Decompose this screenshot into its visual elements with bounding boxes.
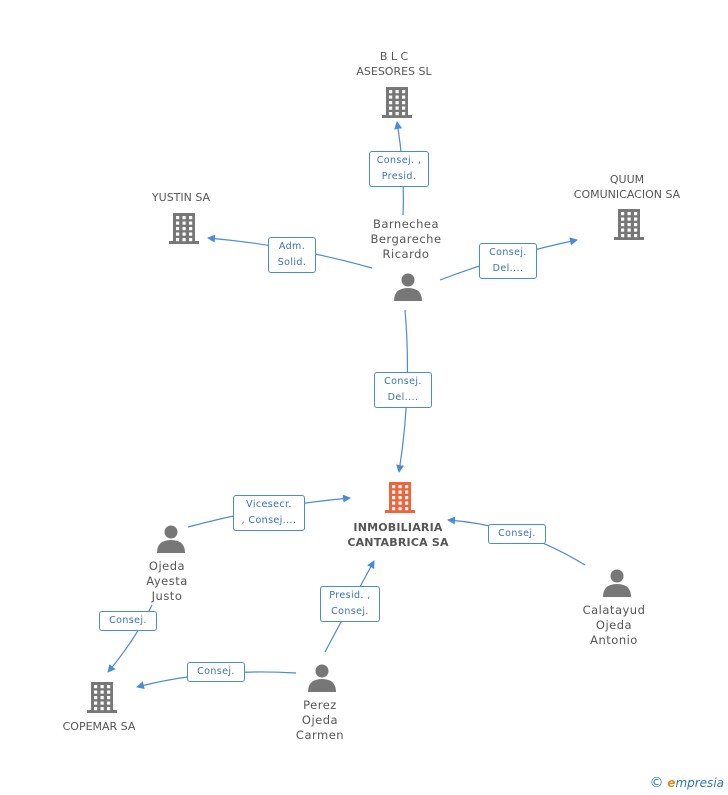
node-label-line: COPEMAR SA: [62, 720, 136, 733]
brand-logo[interactable]: © empresia: [649, 775, 724, 791]
edge-badge-line: Consej.: [384, 376, 422, 387]
person-icon-barnechea[interactable]: [394, 273, 422, 302]
node-label-line: Calatayud: [582, 603, 646, 617]
node-label-line: Ricardo: [382, 247, 430, 261]
edge-badge-ojeda-copemar[interactable]: Consej.: [99, 611, 157, 631]
node-label-center[interactable]: INMOBILIARIA CANTABRICA SA: [347, 520, 448, 550]
company-icon-quum[interactable]: [614, 209, 644, 240]
node-label-line: Ojeda: [148, 559, 186, 573]
node-label-line: INMOBILIARIA: [353, 521, 443, 534]
edge-badge-line: Presid. ,: [329, 590, 371, 601]
edge-badge-center[interactable]: Consej. Del....: [374, 372, 432, 408]
node-label-line: ASESORES SL: [356, 65, 432, 78]
node-label-line: CANTABRICA SA: [347, 536, 449, 549]
node-label-line: Ojeda: [301, 713, 339, 727]
edge-badge-line: Consej.: [109, 615, 147, 626]
company-icon-blc[interactable]: [382, 87, 412, 118]
edge-badge-ojeda-center[interactable]: Vicesecr. , Consej....: [233, 495, 305, 531]
node-label-ojeda[interactable]: Ojeda Ayesta Justo: [146, 559, 188, 604]
edge-badge-line: Consej.: [197, 666, 235, 677]
edge-badge-blc[interactable]: Consej. , Presid.: [369, 151, 429, 187]
node-label-line: Antonio: [590, 633, 638, 647]
edge-badge-calatayud[interactable]: Consej.: [488, 524, 546, 544]
node-label-quum[interactable]: QUUM COMUNICACION SA: [574, 172, 680, 202]
copyright-icon: ©: [649, 775, 664, 791]
company-icon-yustin[interactable]: [169, 213, 199, 244]
node-label-perez[interactable]: Perez Ojeda Carmen: [296, 698, 344, 743]
node-label-line: Carmen: [295, 728, 345, 742]
node-label-line: B L C: [379, 50, 409, 63]
person-icon-perez[interactable]: [308, 664, 336, 693]
edge-badge-line: Consej.: [489, 247, 527, 258]
node-label-calatayud[interactable]: Calatayud Ojeda Antonio: [583, 603, 646, 648]
company-icon-copemar[interactable]: [87, 682, 117, 713]
edge-badge-line: Adm.: [278, 241, 306, 252]
node-label-line: QUUM: [609, 173, 645, 186]
edge-badge-yustin[interactable]: Adm. Solid.: [268, 237, 316, 273]
edge-badge-line: Del....: [387, 392, 419, 403]
edge-badge-perez-copemar[interactable]: Consej.: [187, 662, 245, 682]
node-label-barnechea[interactable]: Barnechea Bergareche Ricardo: [370, 217, 441, 262]
node-label-line: YUSTIN SA: [151, 191, 211, 204]
person-icon-ojeda[interactable]: [157, 525, 185, 554]
brand-logo-text: mpresia: [675, 776, 724, 790]
edge-badge-perez-center[interactable]: Presid. , Consej.: [320, 586, 380, 622]
edge-badge-line: Consej.: [331, 606, 369, 617]
edge-badge-line: Vicesecr.: [246, 499, 292, 510]
edge-badge-line: , Consej....: [241, 515, 297, 526]
node-label-line: Barnechea: [372, 217, 440, 231]
node-label-copemar[interactable]: COPEMAR SA: [63, 719, 136, 734]
node-label-line: Perez: [303, 698, 337, 712]
edge-badge-line: Consej. ,: [376, 155, 422, 166]
edge-badge-line: Del....: [492, 263, 524, 274]
company-icon-center[interactable]: [385, 482, 415, 513]
node-label-line: Bergareche: [370, 232, 442, 246]
edge-badge-line: Presid.: [381, 171, 417, 182]
brand-logo-mark: e: [667, 776, 676, 790]
node-label-line: COMUNICACION SA: [573, 188, 681, 201]
node-label-blc[interactable]: B L C ASESORES SL: [356, 49, 431, 79]
node-label-line: Justo: [151, 589, 183, 603]
edge-badge-line: Solid.: [277, 257, 307, 268]
edge-badge-quum[interactable]: Consej. Del....: [479, 243, 537, 279]
edge-badge-line: Consej.: [498, 528, 536, 539]
node-label-line: Ayesta: [146, 574, 188, 588]
node-label-line: Ojeda: [595, 618, 633, 632]
person-icon-calatayud[interactable]: [603, 569, 631, 598]
node-label-yustin[interactable]: YUSTIN SA: [152, 190, 210, 205]
